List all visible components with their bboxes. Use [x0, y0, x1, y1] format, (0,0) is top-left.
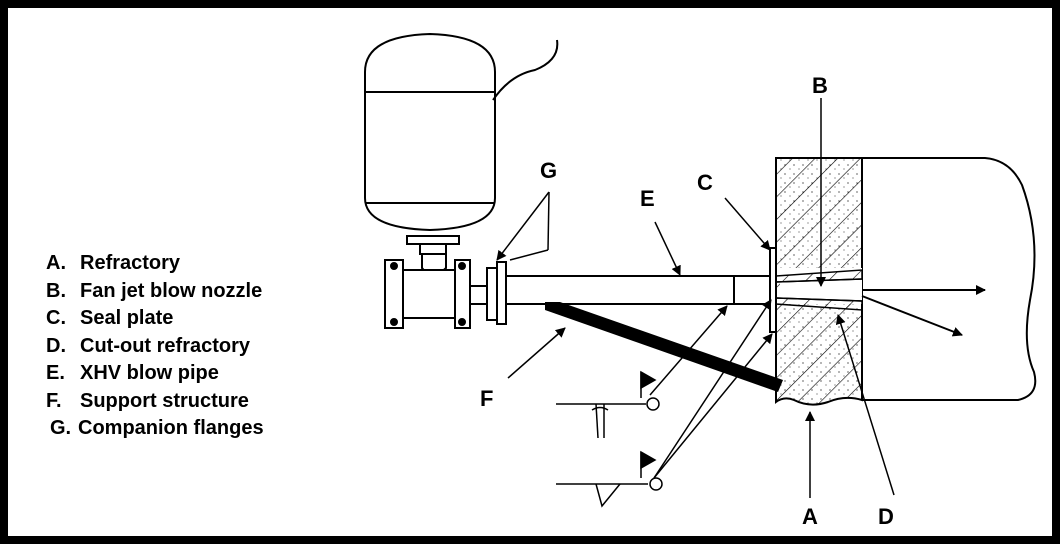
- callout-f: F: [480, 386, 494, 411]
- seal-plate: [769, 247, 777, 333]
- legend-text: Companion flanges: [78, 417, 264, 439]
- legend-item-f: F. Support structure: [46, 388, 264, 416]
- legend-letter: D.: [46, 334, 66, 357]
- legend-text: Seal plate: [80, 307, 174, 329]
- furnace-boundary: [862, 157, 1037, 401]
- legend-letter: A.: [46, 252, 66, 274]
- legend-letter: B.: [46, 279, 66, 302]
- legend-item-b: B. Fan jet blow nozzle: [46, 278, 264, 306]
- legend-text: XHV blow pipe: [80, 362, 219, 384]
- legend-letter: C.: [46, 307, 66, 329]
- callout-e: E: [640, 186, 655, 211]
- legend-item-c: C. Seal plate: [46, 305, 264, 333]
- legend: A. Refractory B. Fan jet blow nozzle C. Sea…: [46, 250, 264, 443]
- callout-g: G: [540, 158, 558, 183]
- legend-letter: G.: [50, 417, 72, 439]
- legend-letter: F.: [46, 389, 62, 412]
- valve-assembly: [384, 253, 507, 329]
- callout-b: B: [812, 73, 828, 98]
- blow-pipe: [505, 275, 775, 305]
- support-structure: [545, 302, 783, 392]
- leader-lines: [496, 98, 895, 498]
- legend-text: Cut-out refractory: [80, 334, 251, 357]
- legend-letter: E.: [46, 362, 65, 384]
- callout-d: D: [878, 504, 894, 529]
- air-tank: [364, 32, 559, 255]
- blast-arrow-angled: [861, 295, 963, 337]
- callout-a: A: [802, 504, 818, 529]
- legend-text: Refractory: [80, 252, 181, 274]
- fan-jet-nozzle: [775, 269, 863, 311]
- legend-text: Support structure: [80, 389, 249, 412]
- callout-c: C: [697, 170, 713, 195]
- weld-symbols: [556, 370, 663, 508]
- legend-item-a: A. Refractory: [46, 250, 264, 278]
- legend-item-d: D. Cut-out refractory: [46, 333, 264, 361]
- legend-item-e: E. XHV blow pipe: [46, 360, 264, 388]
- legend-text: Fan jet blow nozzle: [80, 279, 263, 302]
- legend-item-g: G. Companion flanges: [50, 415, 264, 443]
